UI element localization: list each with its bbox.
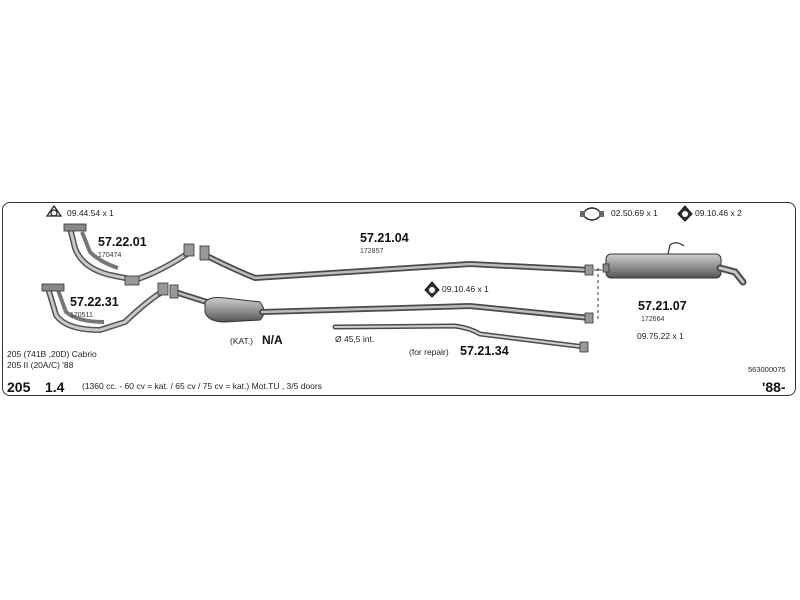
repair-pipe-diameter: Ø 45,5 int. bbox=[335, 334, 375, 344]
vehicle-line-1: 205 (741B ,20D) Cabrio bbox=[7, 349, 97, 359]
part-extra-09-75-22: 09.75.22 x 1 bbox=[637, 331, 684, 341]
ring-icon-mid bbox=[424, 281, 440, 298]
ring-right-label: 09.10.46 x 2 bbox=[695, 208, 742, 218]
middle-pipe-57-21-04 bbox=[199, 245, 594, 282]
front-pipe-57-22-01 bbox=[63, 223, 195, 286]
vehicle-model: 205 bbox=[7, 379, 31, 395]
part-number-57-21-07: 57.21.07 bbox=[638, 299, 687, 313]
repair-pipe-57-21-34 bbox=[332, 323, 589, 353]
catalog-code: 563000075 bbox=[748, 365, 786, 374]
vehicle-line-2: 205 II (20A/C) '88 bbox=[7, 360, 74, 370]
gasket-icon bbox=[45, 204, 63, 217]
ring-mid-label: 09.10.46 x 1 bbox=[442, 284, 489, 294]
vehicle-details: (1360 cc. - 60 cv = kat. / 65 cv / 75 cv… bbox=[82, 381, 322, 391]
clamp-icon bbox=[580, 207, 604, 221]
part-code-172664: 172664 bbox=[641, 316, 665, 323]
gasket-label: 09.44.54 x 1 bbox=[67, 208, 114, 218]
part-code-170474: 170474 bbox=[98, 252, 122, 259]
part-code-172857: 172857 bbox=[360, 248, 384, 255]
rear-muffler-57-21-07 bbox=[602, 242, 747, 286]
catalyst-pipe bbox=[169, 284, 594, 324]
ring-icon-right bbox=[677, 205, 693, 222]
clamp-label: 02.50.69 x 1 bbox=[611, 208, 658, 218]
vehicle-year: '88- bbox=[762, 379, 786, 395]
front-pipe-57-22-31 bbox=[41, 282, 169, 334]
diagram-panel bbox=[2, 202, 796, 396]
part-number-57-22-01: 57.22.01 bbox=[98, 235, 147, 249]
part-number-57-21-04: 57.21.04 bbox=[360, 231, 409, 245]
part-number-57-22-31: 57.22.31 bbox=[70, 295, 119, 309]
part-code-170511: 170511 bbox=[70, 312, 93, 319]
vehicle-engine: 1.4 bbox=[45, 379, 65, 395]
catalyst-value: N/A bbox=[262, 333, 283, 347]
part-number-57-21-34: 57.21.34 bbox=[460, 344, 509, 358]
repair-pipe-prefix: (for repair) bbox=[409, 347, 449, 357]
catalyst-prefix: (KAT.) bbox=[230, 336, 253, 346]
